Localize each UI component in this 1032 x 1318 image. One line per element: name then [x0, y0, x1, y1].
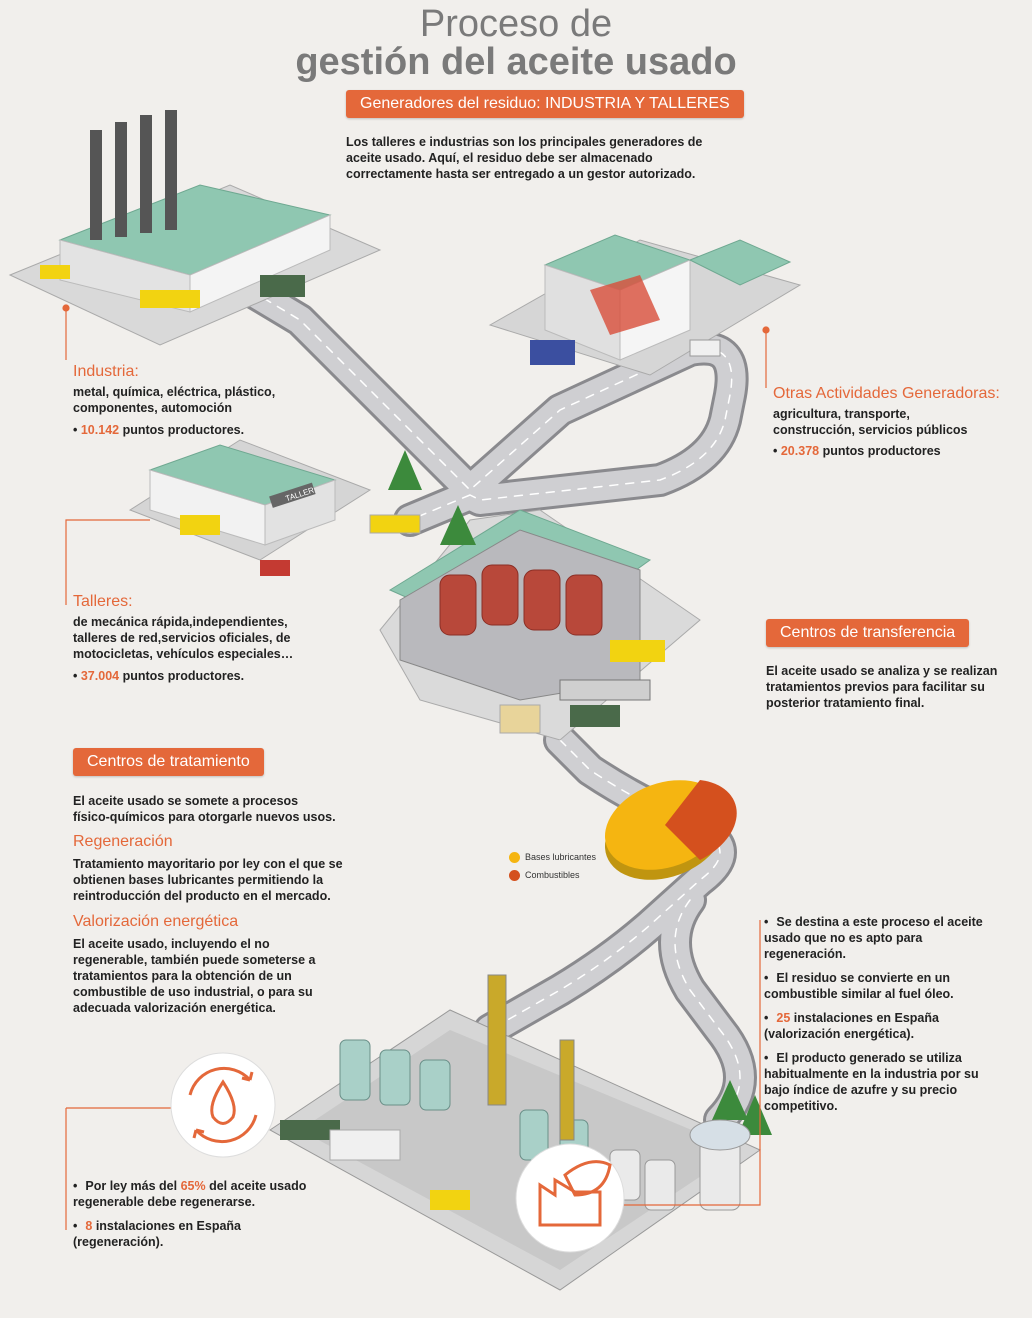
list-item: Por ley más del 65% del aceite usado reg…	[73, 1178, 333, 1210]
regeneration-heading: Regeneración	[73, 833, 173, 850]
industry-heading: Industria:	[73, 363, 139, 380]
legend-swatch	[509, 869, 520, 881]
trees	[388, 450, 772, 1135]
energy-recovery-icon	[515, 1143, 625, 1253]
list-item: El producto generado se utiliza habitual…	[764, 1050, 989, 1114]
workshops-heading: Talleres:	[73, 593, 133, 610]
list-item: 8 instalaciones en España (regeneración)…	[73, 1218, 333, 1250]
road	[233, 273, 757, 1137]
list-item: El residuo se convierte en un combustibl…	[764, 970, 989, 1002]
industry-plant	[8, 110, 382, 346]
treatment-intro: El aceite usado se somete a procesos fís…	[73, 794, 336, 824]
other-activities-count: 20.378	[780, 444, 820, 458]
workshops-desc: de mecánica rápida,independientes, talle…	[73, 615, 294, 661]
other-activities-desc: agricultura, transporte, construcción, s…	[773, 407, 968, 437]
page-title-line2: gestión del aceite usado	[295, 41, 737, 83]
list-item: 25 instalaciones en España (valorización…	[764, 1010, 989, 1042]
legend-swatch	[509, 851, 520, 863]
pie-legend: Bases lubricantes Combustibles	[509, 851, 596, 881]
leader-lines	[62, 304, 770, 1230]
regeneration-text: Tratamiento mayoritario por ley con el q…	[73, 857, 343, 903]
treatment-plant	[269, 974, 762, 1291]
industry-desc: metal, química, eléctrica, plástico, com…	[73, 385, 276, 415]
generators-pill: Generadores del residuo: INDUSTRIA Y TAL…	[346, 90, 744, 118]
other-activities-heading: Otras Actividades Generadoras:	[773, 385, 1000, 402]
regeneration-icon	[170, 1052, 276, 1158]
list-item: Se destina a este proceso el aceite usad…	[764, 914, 989, 962]
workshop-building: TALLER	[128, 439, 421, 576]
treatment-pie-3d	[604, 780, 737, 880]
energy-recovery-text: El aceite usado, incluyendo el no regene…	[73, 937, 316, 1015]
workshops-count-line: • 37.004 puntos productores.	[73, 669, 245, 683]
transfer-pill: Centros de transferencia	[766, 619, 970, 647]
industry-count-line: • 10.142 puntos productores.	[73, 423, 245, 437]
other-activities-count-line: • 20.378 puntos productores	[773, 444, 941, 458]
regeneration-bullets: Por ley más del 65% del aceite usado reg…	[73, 1178, 333, 1258]
energy-recovery-heading: Valorización energética	[73, 913, 239, 930]
industry-count: 10.142	[80, 423, 120, 437]
transfer-text: El aceite usado se analiza y se realizan…	[766, 664, 998, 710]
transfer-center	[379, 509, 701, 741]
other-activities-site	[488, 234, 802, 376]
energy-recovery-bullets: Se destina a este proceso el aceite usad…	[764, 914, 989, 1122]
generators-text: Los talleres e industrias son los princi…	[346, 135, 703, 181]
page-title-line1: Proceso de	[419, 3, 613, 45]
treatment-pill: Centros de tratamiento	[73, 748, 264, 776]
legend-item: Combustibles	[509, 869, 596, 881]
legend-item: Bases lubricantes	[509, 851, 596, 863]
workshops-count: 37.004	[80, 669, 120, 683]
